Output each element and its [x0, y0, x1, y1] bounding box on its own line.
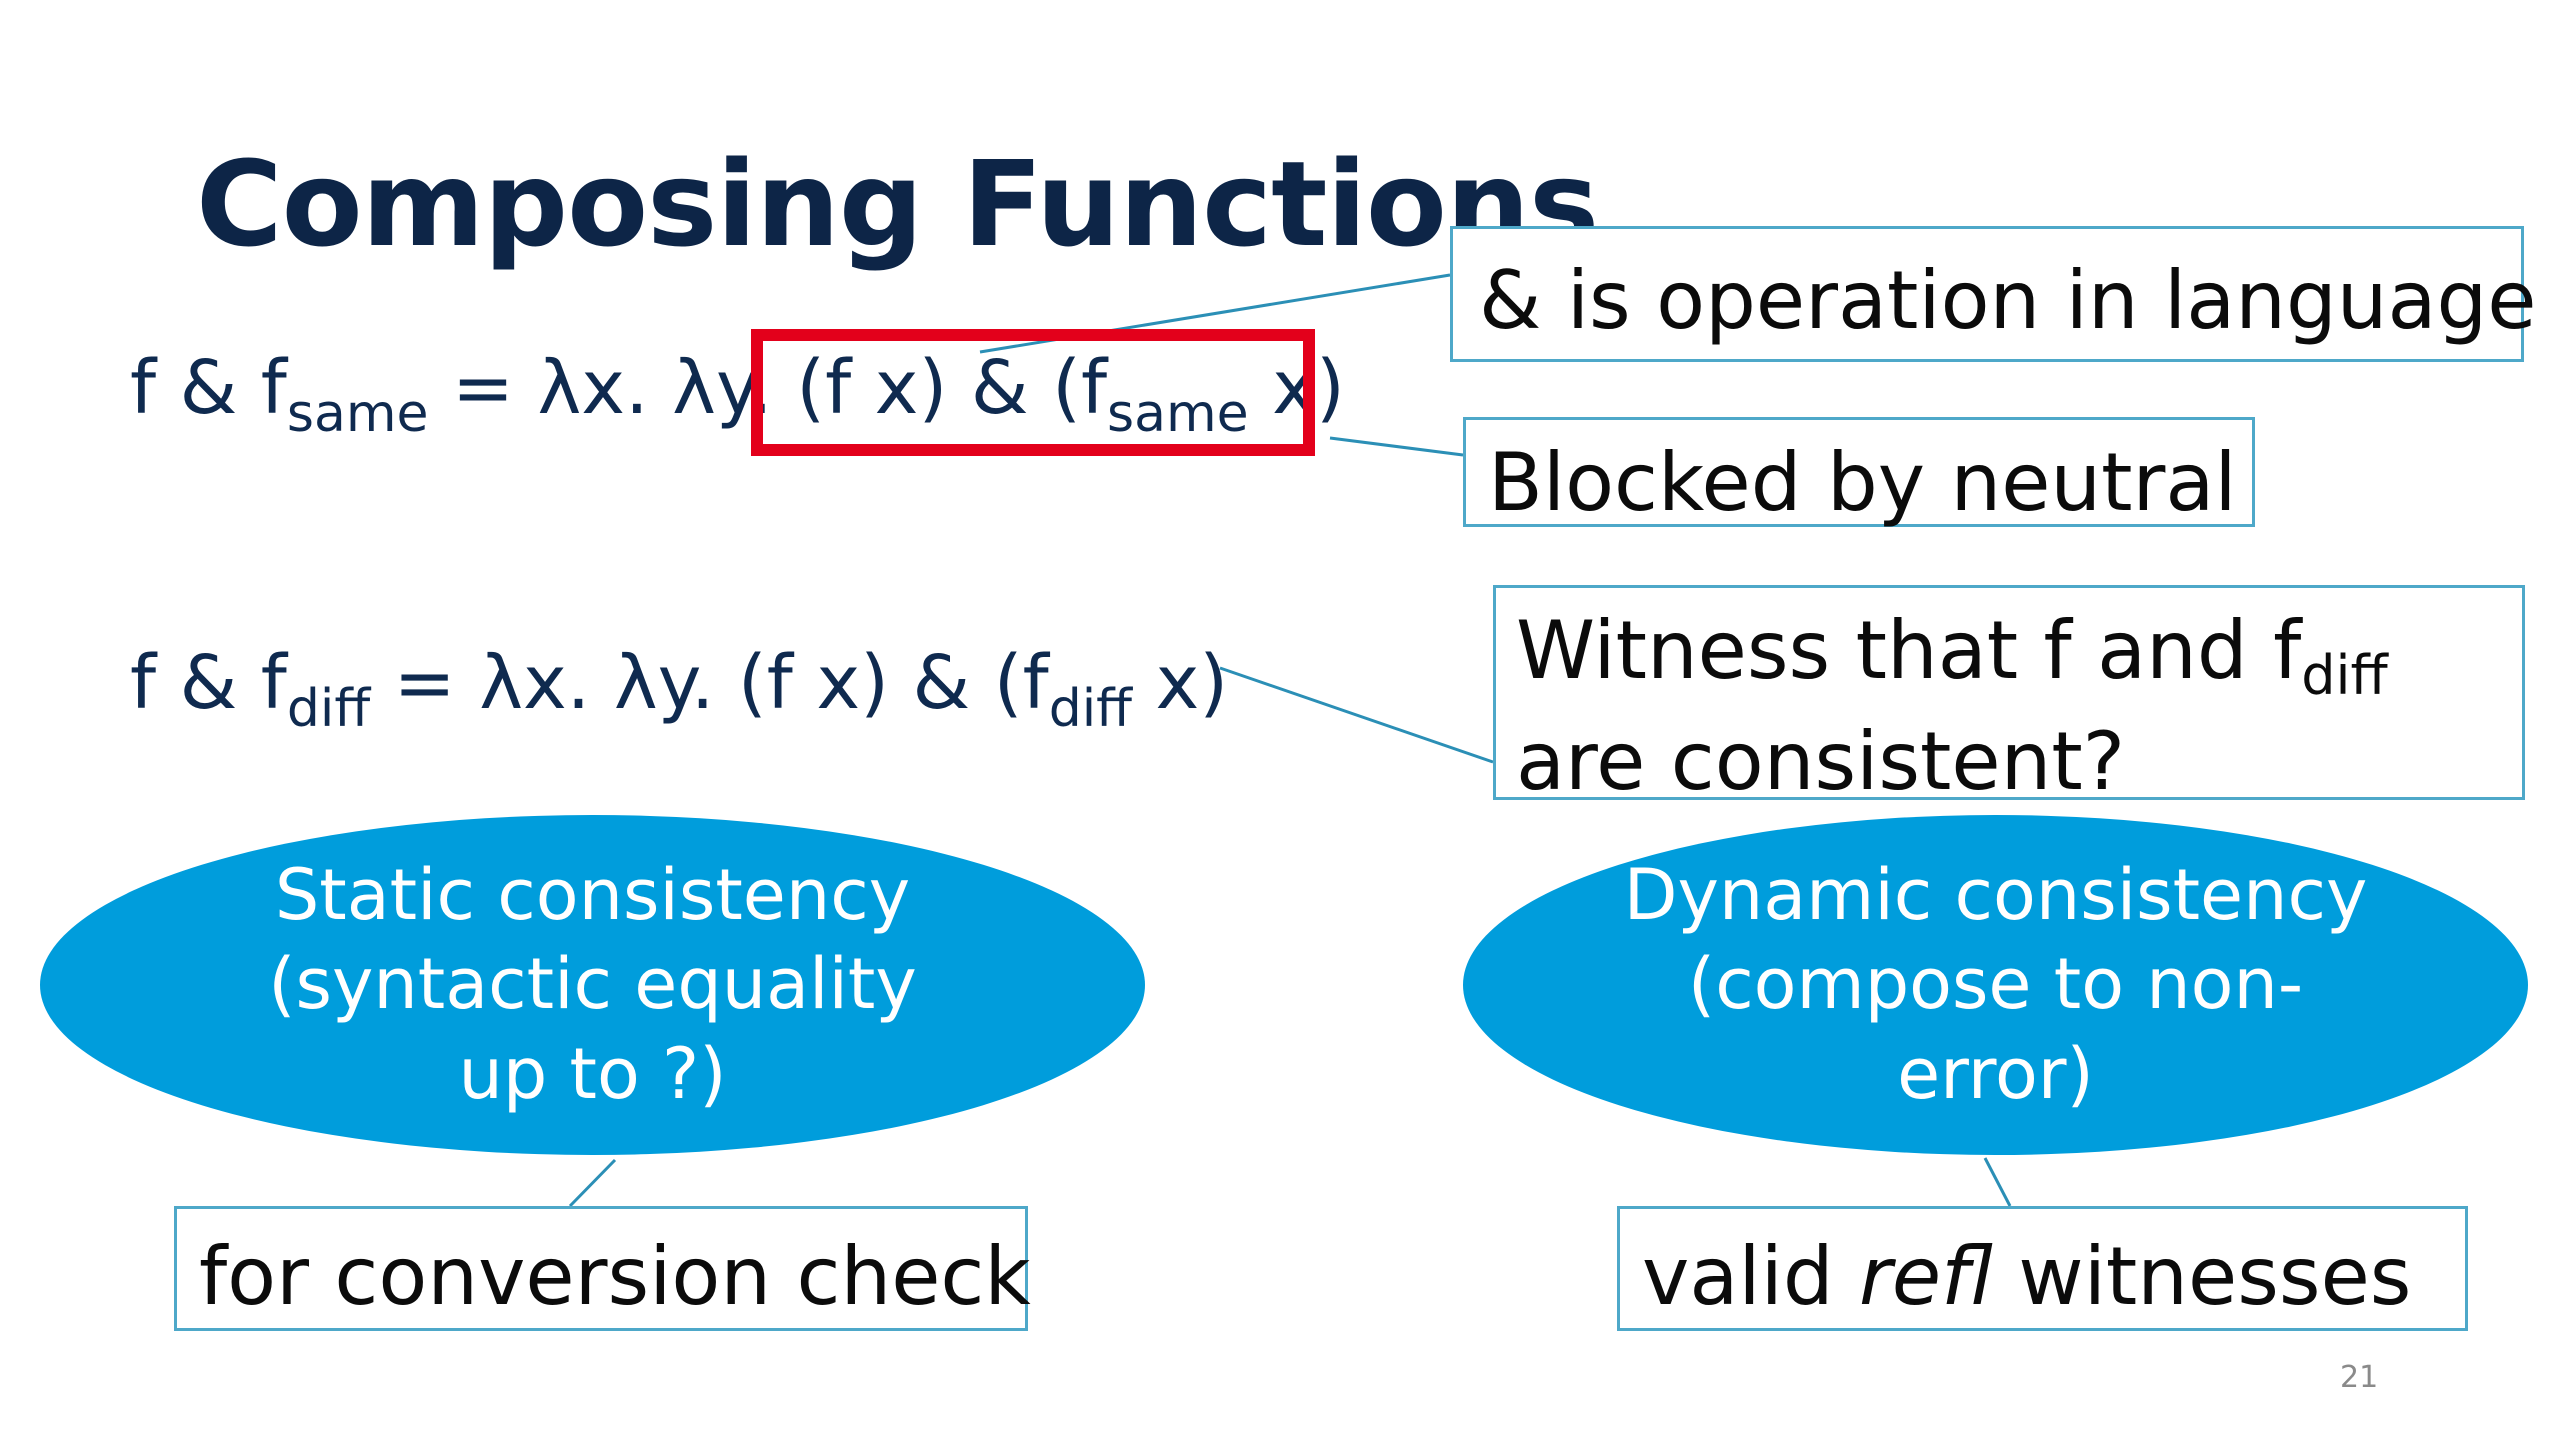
callout-witness: Witness that f and fdiff are consistent? — [1493, 585, 2525, 808]
formula-same-mid: = λx. λy. — [428, 345, 797, 431]
valid-refl: refl — [1859, 1230, 1993, 1323]
highlight-box — [751, 329, 1315, 456]
valid-suffix: witnesses — [1992, 1230, 2412, 1323]
connector-blocked — [1329, 436, 1464, 457]
callout-blocked: Blocked by neutral — [1463, 417, 2255, 529]
valid-prefix: valid — [1642, 1230, 1860, 1323]
dynamic-line-2: (compose to non- — [1687, 943, 2304, 1026]
formula-same: f & fsame = λx. λy. (f x) & (fsame x) — [130, 345, 1345, 444]
formula-diff-rhs-sub: diff — [1048, 679, 1132, 740]
connector-witness — [1219, 666, 1494, 764]
dynamic-line-3: error) — [1897, 1032, 2094, 1115]
connector-conversion — [568, 1158, 617, 1208]
callout-witness-b: are consistent? — [1516, 714, 2126, 808]
ellipse-dynamic-consistency: Dynamic consistency (compose to non- err… — [1463, 815, 2528, 1155]
formula-diff-lhs-sub: diff — [286, 679, 371, 740]
ellipse-static-consistency: Static consistency (syntactic equality u… — [40, 815, 1145, 1155]
static-line-2: (syntactic equality — [268, 943, 917, 1026]
callout-conversion: for conversion check — [174, 1206, 1031, 1331]
formula-diff-end: x) — [1131, 640, 1229, 726]
formula-diff-mid: = λx. λy. (f x) & (f — [370, 640, 1049, 726]
callout-witness-sub: diff — [2301, 644, 2388, 708]
static-line-1: Static consistency — [274, 853, 911, 936]
slide-title: Composing Functions — [196, 135, 1599, 273]
formula-same-boxed-a: (f x) & (f — [796, 345, 1108, 431]
callout-operation: & is operation in language — [1450, 226, 2537, 362]
formula-same-boxed-sub: same — [1107, 384, 1249, 445]
formula-diff-lhs: f & f — [130, 640, 287, 726]
dynamic-line-1: Dynamic consistency — [1623, 853, 2368, 936]
formula-same-lhs: f & f — [130, 345, 287, 431]
static-line-3: up to ?) — [458, 1032, 727, 1115]
callout-witness-a: Witness that f and f — [1516, 604, 2302, 697]
formula-diff: f & fdiff = λx. λy. (f x) & (fdiff x) — [130, 640, 1228, 739]
connector-valid — [1983, 1157, 2012, 1207]
callout-valid-refl: valid refl witnesses — [1617, 1206, 2468, 1331]
page-number: 21 — [2340, 1360, 2379, 1395]
formula-same-lhs-sub: same — [286, 384, 429, 445]
